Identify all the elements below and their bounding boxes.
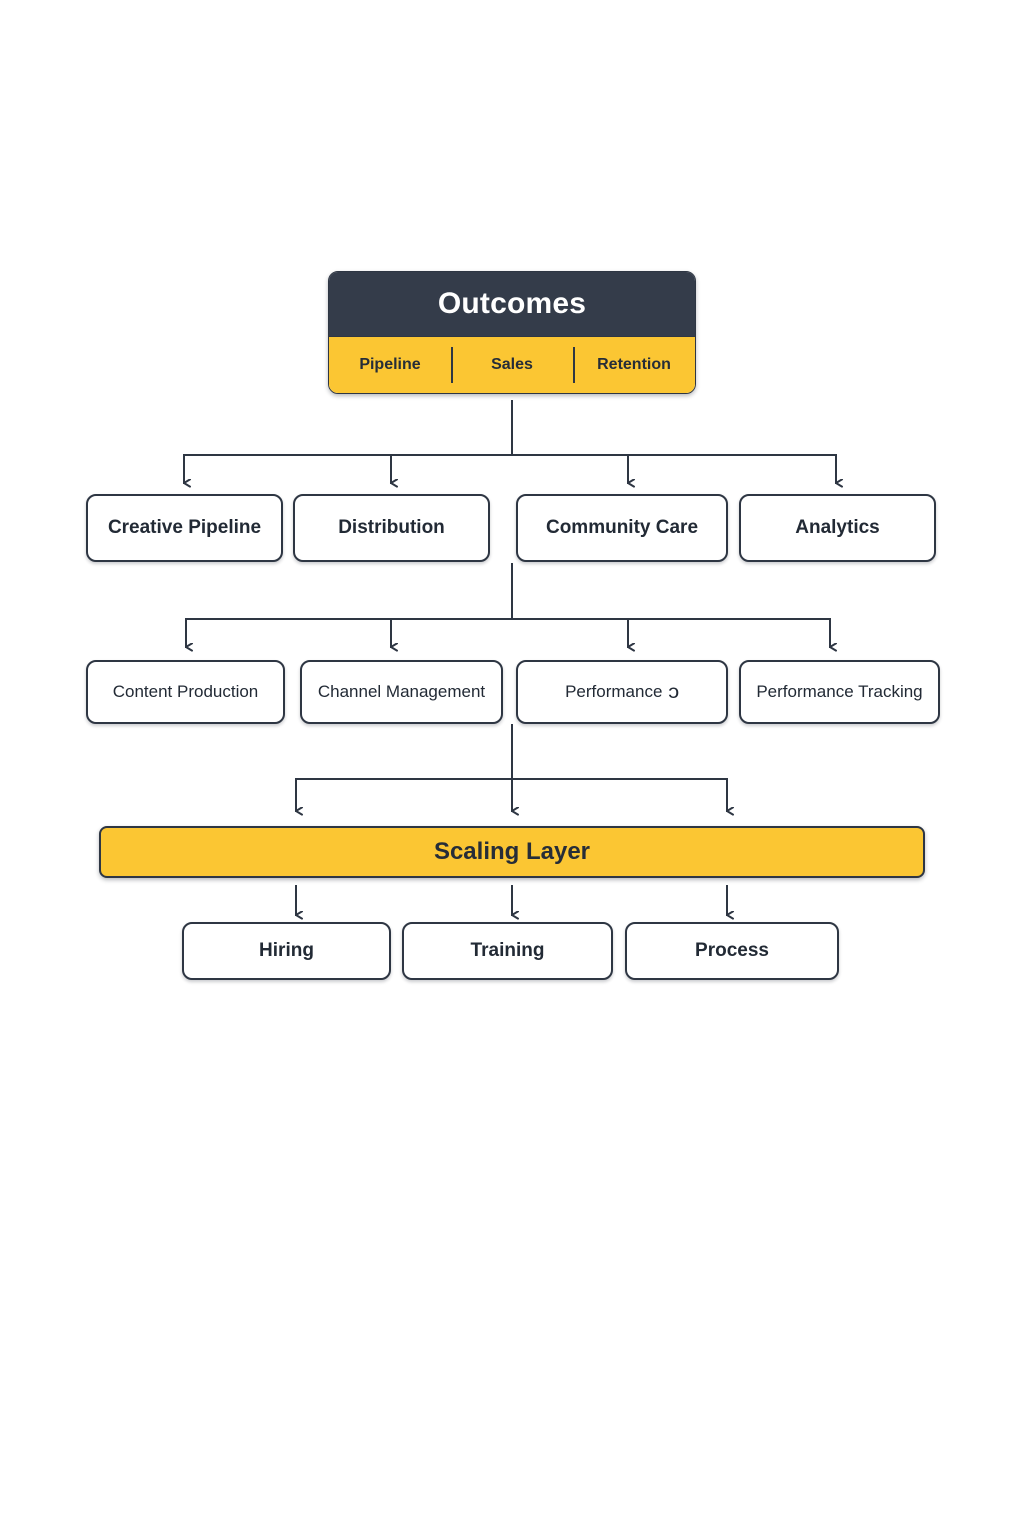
scaling-layer-band[interactable]: Scaling Layer bbox=[99, 826, 925, 878]
node-label: Analytics bbox=[795, 517, 880, 538]
header-chip-label: Sales bbox=[491, 356, 533, 373]
connector-secondary-to-scaling bbox=[296, 724, 727, 811]
scaling-layer-label: Scaling Layer bbox=[433, 838, 591, 865]
header-chip-retention[interactable]: Retention bbox=[573, 337, 695, 393]
node-label: Performance bbox=[565, 682, 663, 701]
header-chip-pipeline[interactable]: Pipeline bbox=[329, 337, 451, 393]
header-chip-sales[interactable]: Sales bbox=[451, 337, 573, 393]
node-label: Hiring bbox=[259, 940, 314, 961]
curve-glyph-icon: ↄ bbox=[668, 681, 680, 703]
outcomes-header-card[interactable]: Outcomes Pipeline Sales Retention bbox=[328, 271, 696, 394]
header-chip-label: Retention bbox=[597, 356, 671, 373]
node-label: Performance Tracking bbox=[756, 682, 923, 701]
node-label: Training bbox=[470, 940, 545, 961]
node-community-care[interactable]: Community Care bbox=[516, 494, 728, 562]
node-label: Content Production bbox=[112, 682, 259, 701]
node-distribution[interactable]: Distribution bbox=[293, 494, 490, 562]
node-creative-pipeline[interactable]: Creative Pipeline bbox=[86, 494, 283, 562]
node-performance-tracking[interactable]: Performance Tracking bbox=[739, 660, 940, 724]
node-training[interactable]: Training bbox=[402, 922, 613, 980]
node-label: Distribution bbox=[338, 517, 445, 538]
node-label: Channel Management bbox=[317, 682, 486, 701]
node-process[interactable]: Process bbox=[625, 922, 839, 980]
node-label: Creative Pipeline bbox=[107, 517, 262, 538]
node-label: Community Care bbox=[545, 517, 699, 538]
outcomes-chip-band: Pipeline Sales Retention bbox=[329, 336, 695, 393]
header-chip-label: Pipeline bbox=[359, 356, 421, 373]
node-channel-management[interactable]: Channel Management bbox=[300, 660, 503, 724]
connector-header-to-primary bbox=[184, 400, 836, 483]
outcomes-title-band: Outcomes bbox=[329, 272, 695, 336]
node-label: Process bbox=[695, 940, 769, 961]
connector-primary-to-secondary bbox=[186, 563, 830, 647]
node-content-production[interactable]: Content Production bbox=[86, 660, 285, 724]
page-title: Outcomes bbox=[437, 287, 587, 320]
connector-scaling-to-bottom bbox=[296, 885, 727, 915]
node-analytics[interactable]: Analytics bbox=[739, 494, 936, 562]
node-hiring[interactable]: Hiring bbox=[182, 922, 391, 980]
node-performance[interactable]: Performance ↄ bbox=[516, 660, 728, 724]
